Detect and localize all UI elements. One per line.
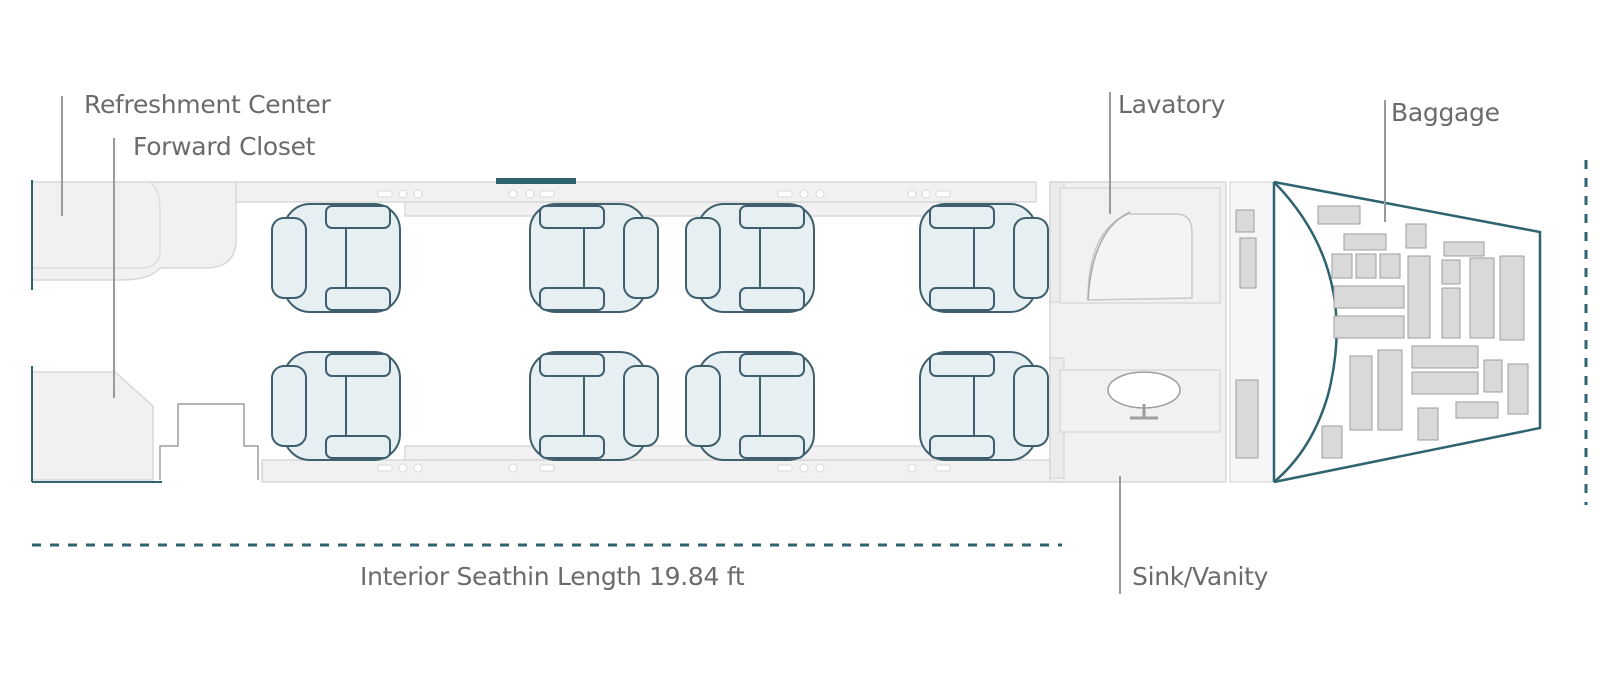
passenger-seats: [271, 203, 1049, 461]
label-refreshment-center: Refreshment Center: [84, 90, 332, 119]
refreshment-center: [31, 180, 237, 290]
label-sink-vanity: Sink/Vanity: [1132, 562, 1269, 591]
seat[interactable]: [529, 203, 659, 313]
baggage-items: [1317, 205, 1529, 459]
label-interior-length: Interior Seathin Length 19.84 ft: [360, 562, 745, 591]
label-forward-closet: Forward Closet: [133, 132, 316, 161]
seat[interactable]: [271, 203, 401, 313]
lavatory: [1049, 181, 1276, 483]
label-lavatory: Lavatory: [1118, 90, 1226, 119]
forward-closet: [31, 366, 259, 483]
entry-door-marker: [496, 178, 576, 184]
seat[interactable]: [685, 203, 815, 313]
seat[interactable]: [685, 351, 815, 461]
label-baggage: Baggage: [1391, 98, 1500, 127]
leader-lines: [61, 92, 1386, 594]
sink-basin: [1107, 371, 1181, 409]
seat[interactable]: [919, 351, 1049, 461]
seat[interactable]: [271, 351, 401, 461]
seat[interactable]: [919, 203, 1049, 313]
seat[interactable]: [529, 351, 659, 461]
baggage-hold: [1273, 180, 1542, 484]
